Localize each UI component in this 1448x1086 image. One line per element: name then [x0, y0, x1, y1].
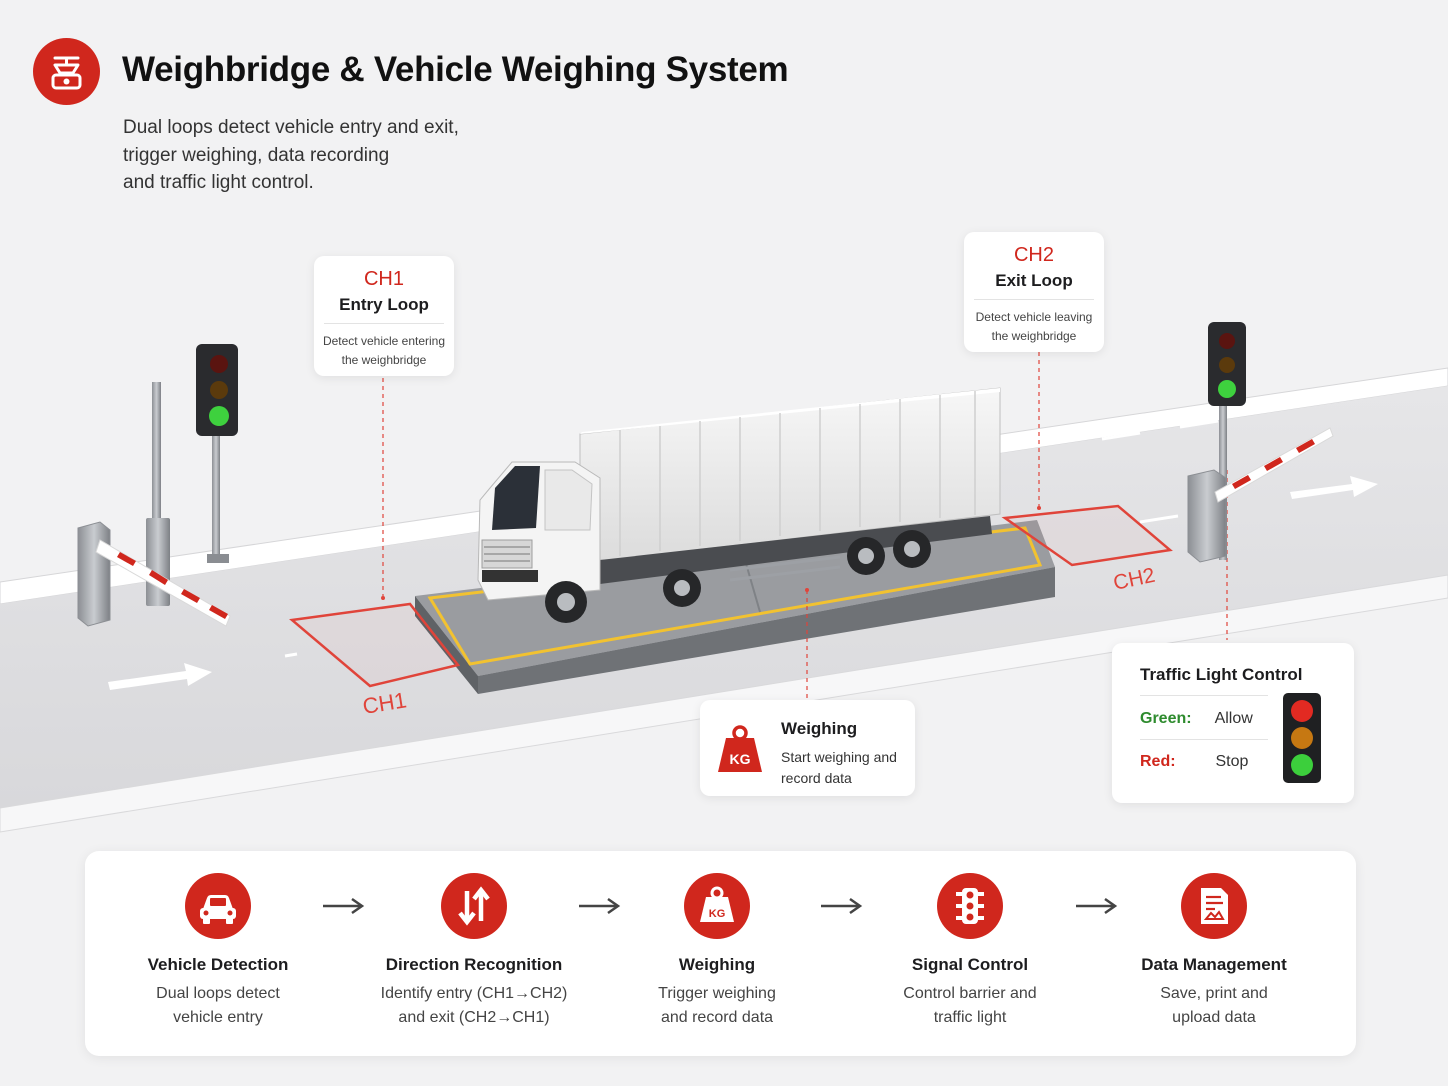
flow-arrow-icon [1076, 897, 1118, 915]
flow-arrow-icon [821, 897, 863, 915]
left-light-pole [212, 430, 220, 560]
left-traffic-light [196, 344, 238, 436]
right-traffic-light [1208, 322, 1246, 406]
red-value: Stop [1215, 753, 1249, 770]
step-title: Data Management [1141, 955, 1287, 974]
weighing-desc-line: record data [781, 770, 852, 786]
subtitle-line: and traffic light control. [123, 172, 314, 193]
container-truck [477, 387, 1001, 623]
page-title: Weighbridge & Vehicle Weighing System [122, 50, 789, 89]
weighing-callout: KG Weighing Start weighing and record da… [700, 700, 915, 796]
kg-weight-icon: KG [718, 725, 762, 772]
step-desc-line: and exit (CH2→CH1) [398, 1009, 550, 1026]
ch1-entry-loop-callout: CH1 Entry Loop Detect vehicle entering t… [314, 256, 454, 376]
exit-direction-arrow [1290, 476, 1378, 499]
weighing-desc-line: Start weighing and [781, 749, 897, 765]
ch2-desc-line: the weighbridge [991, 329, 1077, 343]
entry-direction-arrow [108, 663, 212, 690]
step-title: Vehicle Detection [147, 955, 289, 974]
left-pole [152, 382, 161, 522]
step-desc-line: Dual loops detect [156, 985, 280, 1002]
ch2-code: CH2 [1013, 244, 1054, 266]
ch2-loop [1001, 504, 1173, 567]
ch2-exit-loop-callout: CH2 Exit Loop Detect vehicle leaving the… [964, 232, 1104, 352]
ch1-desc-line: Detect vehicle entering [322, 334, 446, 348]
step-desc-line: upload data [1172, 1009, 1256, 1026]
ch1-loop [289, 602, 461, 688]
weighbridge-platform [415, 520, 1055, 694]
subtitle-line: Dual loops detect vehicle entry and exit… [123, 117, 459, 138]
ch2-desc-line: Detect vehicle leaving [975, 310, 1093, 324]
step-desc-line: Save, print and [1160, 985, 1268, 1002]
document-icon [1181, 873, 1247, 939]
red-key: Red: [1140, 753, 1176, 770]
ch1-name: Entry Loop [324, 295, 444, 324]
process-steps-panel: Vehicle Detection Dual loops detect vehi… [85, 851, 1356, 1056]
kg-icon-text: KG [709, 908, 726, 920]
subtitle-line: trigger weighing, data recording [123, 145, 390, 166]
kg-weight-icon: KG [684, 873, 750, 939]
traffic-light-icon [937, 873, 1003, 939]
exit-barrier [1187, 427, 1334, 563]
green-value: Allow [1214, 710, 1253, 727]
step-desc-line: Control barrier and [903, 985, 1037, 1002]
flow-arrow-icon [323, 897, 365, 915]
ch2-name: Exit Loop [974, 271, 1094, 300]
car-icon [185, 873, 251, 939]
green-key: Green: [1140, 710, 1192, 727]
ch1-desc-line: the weighbridge [341, 353, 427, 367]
left-pole-base [146, 518, 170, 606]
traffic-light-icon [1283, 693, 1321, 783]
step-desc-line: and record data [660, 1009, 774, 1026]
step-desc-line: Trigger weighing [658, 985, 776, 1002]
kg-icon-text: KG [730, 751, 751, 767]
step-title: Weighing [678, 955, 756, 974]
lane-dashes [284, 419, 1219, 658]
ch1-code: CH1 [363, 268, 404, 290]
up-down-arrows-icon [441, 873, 507, 939]
flow-arrow-icon [579, 897, 621, 915]
traffic-light-control-callout: Traffic Light Control Green: Allow Red: … [1112, 643, 1354, 803]
step-desc-line: vehicle entry [173, 1009, 263, 1026]
entry-barrier [77, 521, 231, 627]
scale-logo-icon [33, 38, 100, 105]
step-title: Signal Control [911, 955, 1029, 974]
step-title: Direction Recognition [385, 955, 563, 974]
traffic-light-control-title: Traffic Light Control [1140, 665, 1303, 684]
step-desc-line: traffic light [933, 1009, 1007, 1026]
weighing-title: Weighing [781, 719, 858, 738]
step-desc-line: Identify entry (CH1→CH2) [380, 985, 568, 1002]
